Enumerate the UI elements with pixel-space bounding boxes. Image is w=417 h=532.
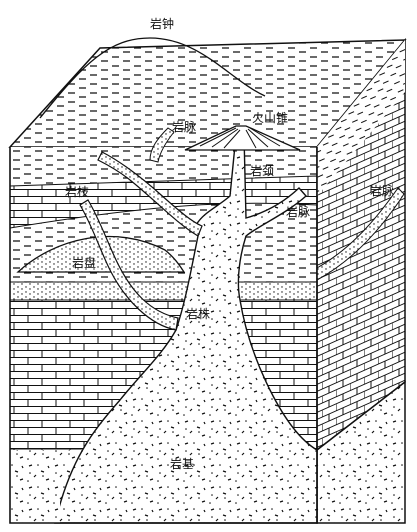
front-sand-layer (9, 281, 318, 301)
label-laccolith: 岩盘 (72, 255, 96, 270)
basement-front-fill (10, 452, 60, 523)
cone-hatching (199, 127, 281, 149)
label-batholith: 岩基 (170, 456, 194, 471)
label-dike-mid: 岩脉 (286, 204, 310, 219)
bell-hill (39, 37, 266, 119)
feeder-dike-left (79, 199, 179, 331)
label-apophysis: 岩枝 (65, 184, 89, 199)
right-dike-trace (316, 187, 405, 281)
right-face-dashed-top (317, 40, 405, 196)
intrusive-body (54, 134, 318, 524)
label-bell: 岩钟 (150, 16, 174, 31)
label-stock: 岩株 (186, 306, 210, 321)
label-dike-top: 岩脉 (172, 119, 196, 134)
label-dike-right: 岩脉 (370, 183, 394, 198)
label-volcano-cone: 火山锥 (252, 111, 288, 125)
laccolith (16, 235, 186, 273)
dike-to-surface (149, 127, 175, 163)
front-outline (9, 147, 318, 524)
volcanic-cone (184, 125, 301, 151)
apophysis (97, 151, 203, 237)
label-neck: 岩颈 (250, 163, 274, 178)
